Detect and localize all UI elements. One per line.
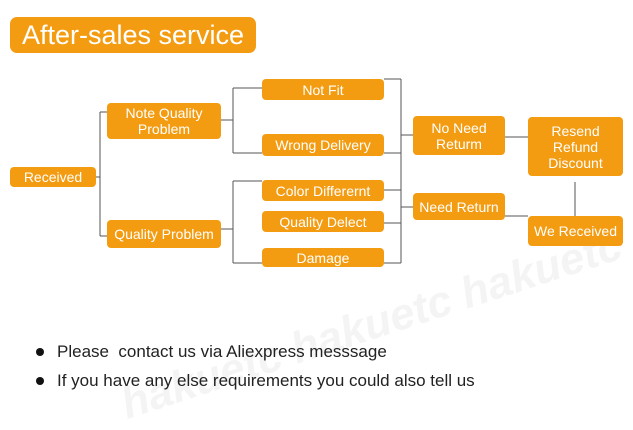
- node-received: Received: [10, 167, 96, 187]
- note-requirements: If you have any else requirements you co…: [36, 371, 475, 391]
- page-title: After-sales service: [10, 17, 256, 53]
- node-damage: Damage: [262, 248, 384, 267]
- note-contact: Please contact us via Aliexpress messsag…: [36, 342, 387, 362]
- node-wrong-delivery: Wrong Delivery: [262, 134, 384, 156]
- node-we-received: We Received: [528, 216, 623, 246]
- node-no-need-return: No Need Returm: [413, 116, 505, 155]
- note-text: If you have any else requirements you co…: [57, 371, 475, 390]
- node-not-fit: Not Fit: [262, 79, 384, 100]
- note-text: Please contact us via Aliexpress messsag…: [57, 342, 387, 361]
- node-note-quality-problem: Note Quality Problem: [107, 103, 221, 139]
- node-need-return: Need Return: [413, 193, 505, 220]
- node-quality-defect: Quality Delect: [262, 211, 384, 232]
- bullet-icon: [36, 348, 44, 356]
- flowchart-connectors: [96, 78, 576, 264]
- node-color-different: Color Differernt: [262, 180, 384, 201]
- node-quality-problem: Quality Problem: [107, 220, 221, 248]
- bullet-icon: [36, 377, 44, 385]
- node-resend-refund-discount: Resend Refund Discount: [528, 117, 623, 176]
